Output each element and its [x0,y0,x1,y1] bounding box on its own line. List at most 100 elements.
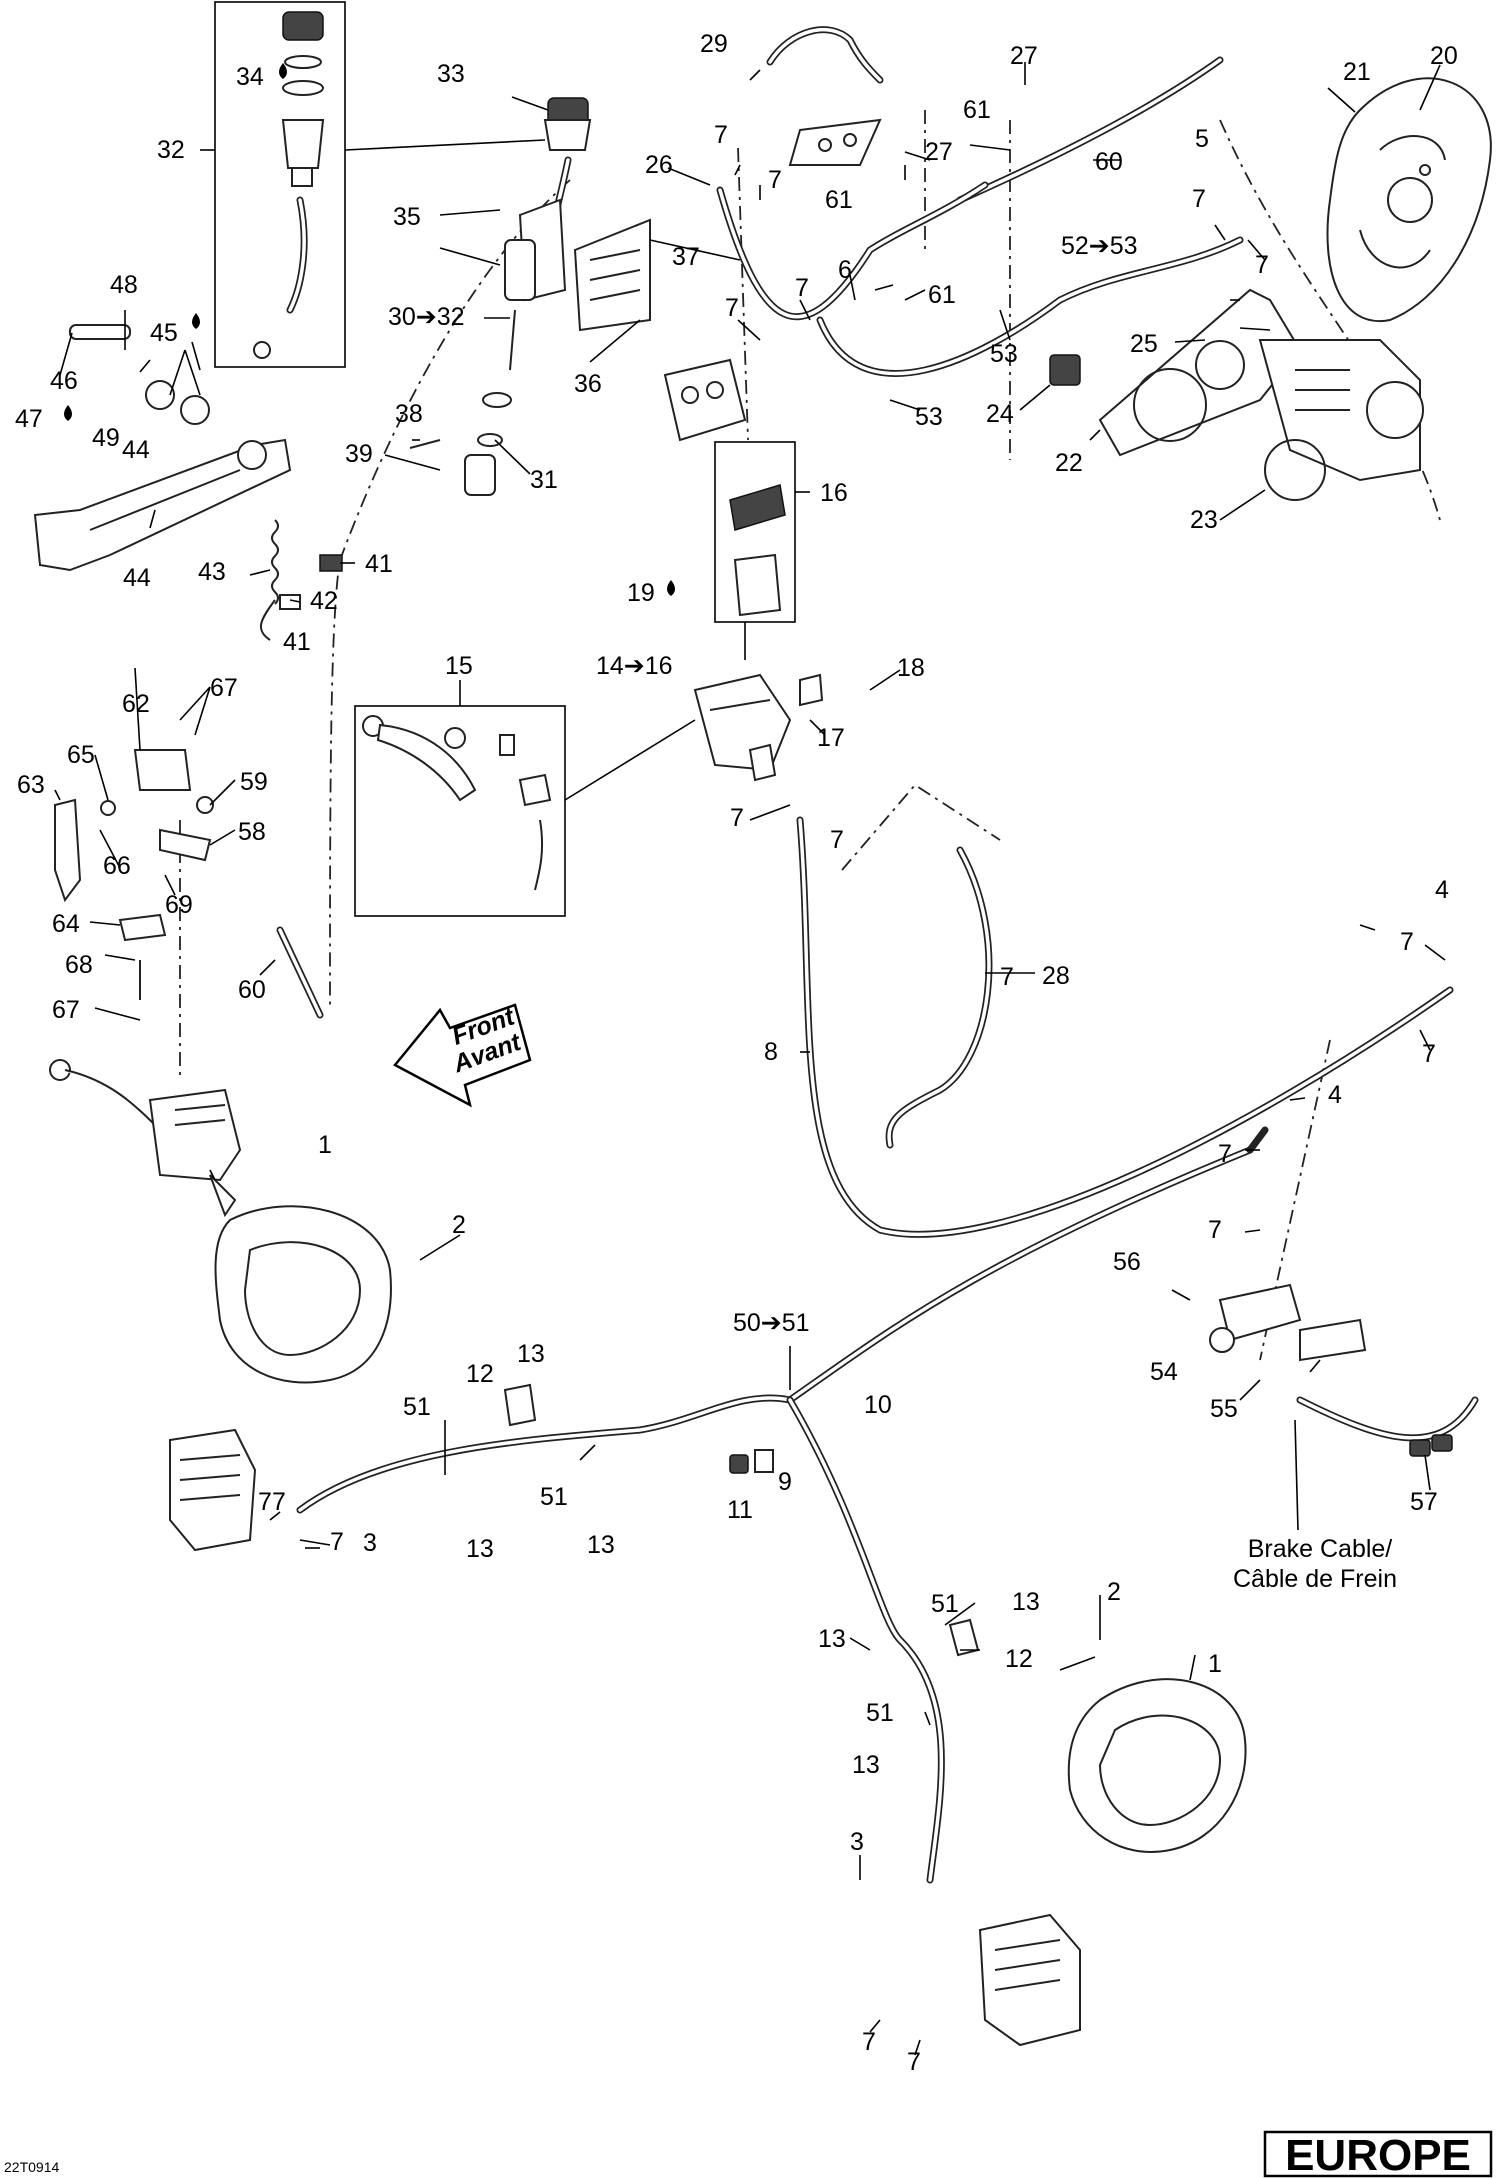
callout-label: 7 [1400,928,1414,956]
callout-label: 65 [67,741,95,769]
callout-label: 7 [1208,1216,1222,1244]
callout-label: 27 [925,138,953,166]
rear-master-cylinder [504,97,651,332]
callout-label: 2 [452,1211,466,1239]
callout-label: 55 [1210,1395,1238,1423]
droplet-icon [667,580,675,596]
hose-brackets [503,1383,980,1657]
callout-label: 13 [587,1531,615,1559]
callout-label: 7 [795,274,809,302]
abs-module [663,118,882,442]
callout-label: 7 [258,1488,272,1516]
callout-label: 56 [1113,1248,1141,1276]
callout-label: 50➔51 [733,1309,810,1337]
callout-label: 15 [445,652,473,680]
callout-label: 13 [818,1625,846,1653]
callout-label: 52➔53 [1061,232,1138,260]
callout-label: 69 [165,891,193,919]
callout-label: 7 [730,804,744,832]
leader-lines [54,62,1446,2056]
callout-label: 13 [852,1751,880,1779]
callout-label: 51 [403,1393,431,1421]
callout-label: 7 [725,294,739,322]
callout-label: 12 [1005,1645,1033,1673]
callout-label: 61 [963,96,991,124]
droplet-icon [64,405,72,421]
callout-label: 13 [1012,1588,1040,1616]
callout-label: 58 [238,818,266,846]
brake-cable-note-line1: Brake Cable/ [1248,1535,1393,1563]
callout-label: 54 [1150,1358,1178,1386]
callout-label: 1 [1208,1650,1222,1678]
drawing-code: 22T0914 [4,2159,59,2175]
callout-label: 67 [210,674,238,702]
callout-label: 1 [318,1131,332,1159]
callout-label: 53 [990,340,1018,368]
callout-label: 10 [864,1391,892,1419]
callout-label: 30➔32 [388,303,465,331]
callout-label: 66 [103,852,131,880]
callout-label: 29 [700,30,728,58]
front-caliper-left [169,1428,257,1552]
callout-label: 7 [272,1488,286,1516]
brake-lines [276,26,1479,1884]
callout-label: 3 [850,1828,864,1856]
brake-cable-note: Brake Cable/ Câble de Frein [1233,1535,1397,1593]
callout-label: 3 [363,1529,377,1557]
callout-label: 7 [830,826,844,854]
callout-label: 51 [540,1483,568,1511]
callout-label: 16 [820,479,848,507]
callout-label: 7 [330,1528,344,1556]
callout-label: 13 [466,1535,494,1563]
callout-label: 21 [1343,58,1371,86]
callout-label: 47 [15,405,43,433]
callout-label: 37 [672,243,700,271]
callout-label: 33 [437,60,465,88]
callout-label: 17 [817,724,845,752]
callout-label: 44 [122,436,150,464]
callout-label: 44 [123,564,151,592]
callout-label: 6 [838,256,852,284]
callout-label: 4 [1435,876,1449,904]
callout-label: 60 [1095,148,1123,176]
callout-label: 51 [931,1590,959,1618]
callout-label: 12 [466,1360,494,1388]
rear-brake-disc [1326,77,1492,323]
callout-label: 42 [310,587,338,615]
handlebar-bracket-group [54,749,214,1000]
callout-label: 7 [1000,963,1014,991]
callout-label: 57 [1410,1488,1438,1516]
callout-label: 53 [915,403,943,431]
callout-label: 59 [240,768,268,796]
callout-label: 22 [1055,449,1083,477]
pushrod-assembly [409,309,516,496]
return-spring [260,519,343,641]
callout-label: 8 [764,1038,778,1066]
fluid-droplet-icons [64,63,675,596]
reservoir-kit-box [214,1,346,368]
callout-label: 24 [986,400,1014,428]
callout-label: 7 [1192,185,1206,213]
callout-label: 14➔16 [596,652,673,680]
callout-label: 67 [52,996,80,1024]
front-caliper-right [978,1913,1081,2047]
region-badge: EUROPE [1263,2130,1493,2178]
callout-label: 41 [283,628,311,656]
brake-cable-note-line2: Câble de Frein [1233,1565,1397,1593]
front-master-cylinder-left [49,1059,242,1218]
callout-label: 36 [574,370,602,398]
callout-label: 45 [150,319,178,347]
callout-label: 7 [1422,1040,1436,1068]
front-brake-disc-left [214,1205,392,1384]
front-brake-disc-right [1067,1678,1247,1853]
front-master-cylinder [693,441,824,782]
callout-label: 35 [393,203,421,231]
callout-label: 7 [907,2048,921,2076]
callout-label: 18 [897,654,925,682]
region-badge-text: EUROPE [1285,2131,1471,2178]
callout-label: 11 [727,1496,753,1524]
callout-label: 27 [1010,42,1038,70]
callout-label: 43 [198,558,226,586]
callout-label: 61 [825,186,853,214]
